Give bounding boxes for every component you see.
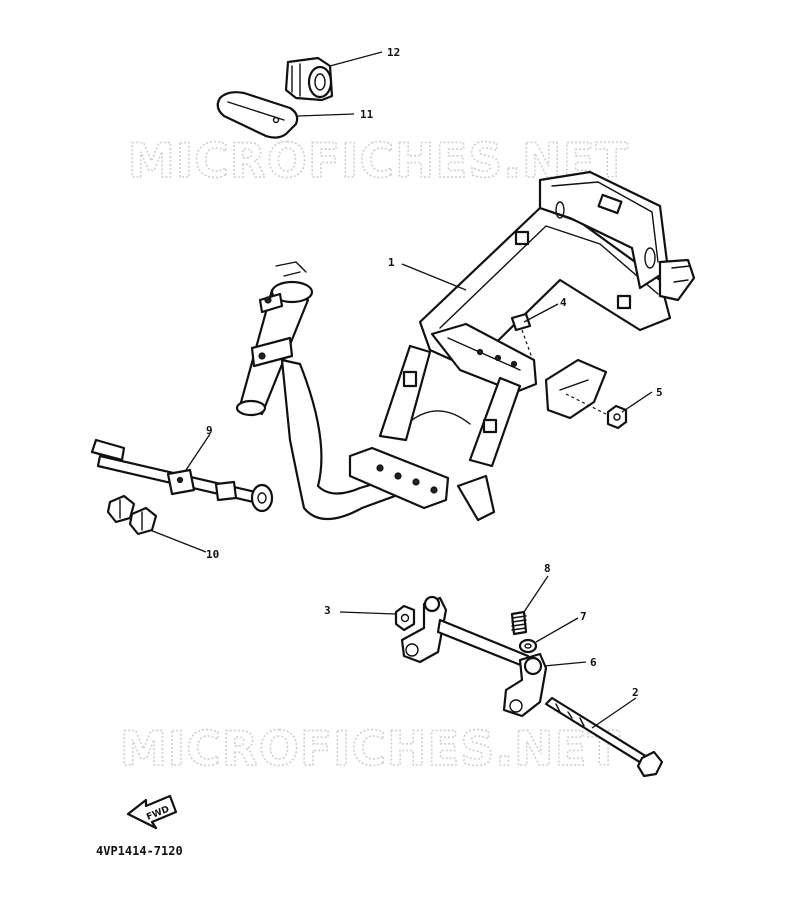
callout-10: 10 bbox=[206, 548, 219, 561]
callout-11: 11 bbox=[360, 108, 374, 121]
engine-mount-link bbox=[400, 595, 548, 718]
part-8-spring bbox=[510, 610, 528, 636]
callout-4: 4 bbox=[560, 296, 567, 309]
part-7-collar bbox=[518, 638, 538, 654]
forward-arrow-icon: FWD bbox=[126, 794, 178, 830]
callout-3: 3 bbox=[324, 604, 331, 617]
callout-9: 9 bbox=[206, 424, 213, 437]
part-1-frame bbox=[235, 170, 696, 522]
callout-5: 5 bbox=[656, 386, 663, 399]
part-10-bolts bbox=[106, 494, 158, 536]
part-5-nut bbox=[565, 393, 628, 430]
part-9-stay bbox=[90, 438, 274, 513]
part-2-long-bolt bbox=[544, 696, 664, 778]
part-3-nut bbox=[394, 604, 416, 632]
diagram-code: 4VP1414-7120 bbox=[96, 844, 183, 858]
callout-2: 2 bbox=[632, 686, 639, 699]
part-4-bolt bbox=[510, 312, 533, 359]
callout-6: 6 bbox=[590, 656, 597, 669]
callout-12: 12 bbox=[387, 46, 400, 59]
leader-lines bbox=[149, 51, 653, 729]
callout-8: 8 bbox=[544, 562, 551, 575]
watermark-bottom: MICROFICHES.NET bbox=[120, 722, 621, 777]
part-12-damper bbox=[284, 56, 334, 102]
callout-1: 1 bbox=[388, 256, 395, 269]
callout-7: 7 bbox=[580, 610, 587, 623]
part-11-plate bbox=[216, 91, 299, 139]
